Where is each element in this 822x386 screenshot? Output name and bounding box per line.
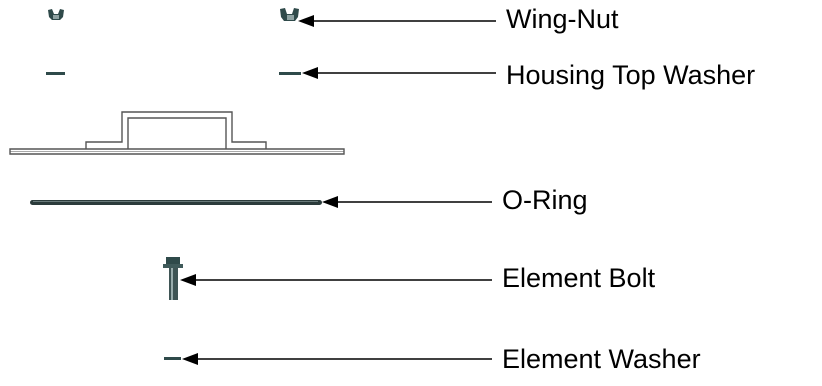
leader-housing-top-washer <box>302 67 496 79</box>
label-o-ring: O-Ring <box>502 185 588 215</box>
wing-nut-left <box>48 9 64 20</box>
label-wing-nut: Wing-Nut <box>506 4 619 34</box>
wing-nut-right <box>280 8 299 21</box>
leader-wing-nut <box>298 15 496 27</box>
o-ring <box>30 200 322 205</box>
label-housing-top-washer: Housing Top Washer <box>506 60 756 90</box>
housing-top-washer-left <box>46 72 65 75</box>
housing-top-plate <box>9 111 345 155</box>
element-washer <box>164 357 181 360</box>
leader-element-washer <box>182 353 492 365</box>
label-element-washer: Element Washer <box>502 344 701 374</box>
leader-element-bolt <box>180 274 492 286</box>
label-element-bolt: Element Bolt <box>502 263 656 293</box>
leader-o-ring <box>322 196 492 208</box>
housing-top-washer-right <box>279 72 301 75</box>
element-bolt <box>163 257 183 300</box>
